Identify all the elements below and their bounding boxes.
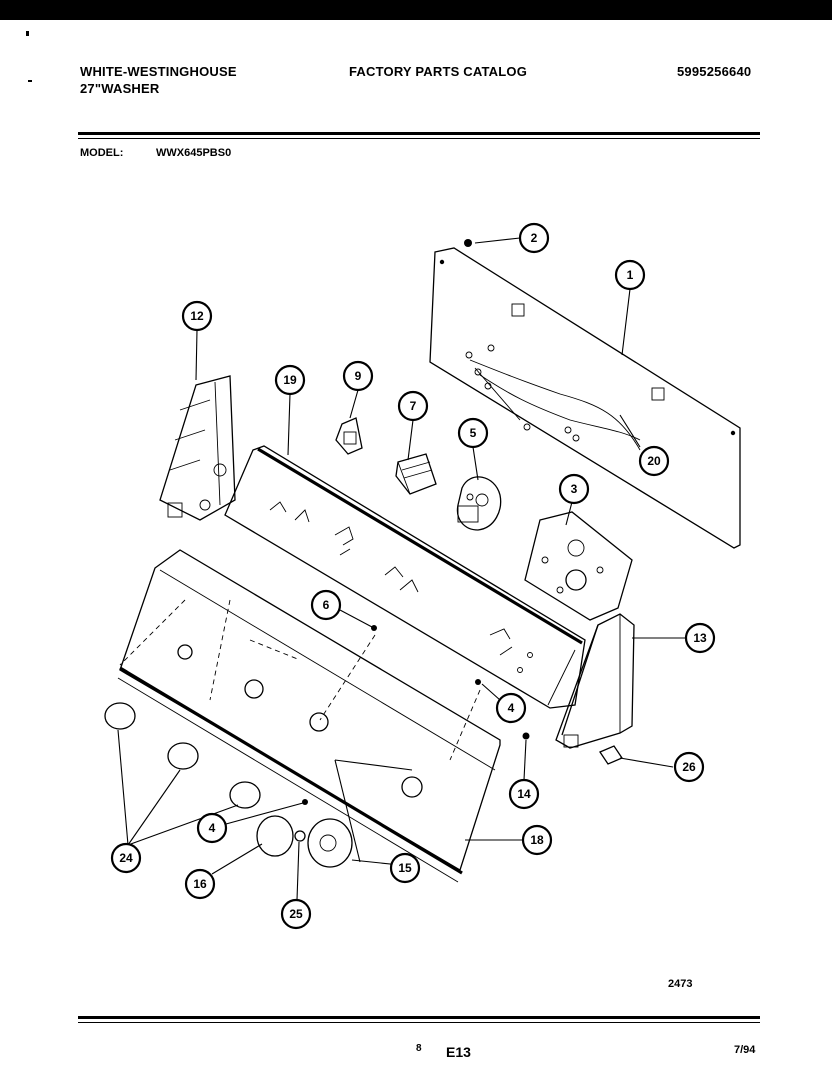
- svg-text:4: 4: [508, 701, 515, 715]
- knob-set-part: [104, 702, 261, 809]
- catalog-number: 5995256640: [677, 64, 752, 79]
- callout-5: 5: [457, 417, 489, 449]
- screw-part: [371, 625, 377, 631]
- svg-text:15: 15: [398, 861, 412, 875]
- svg-text:26: 26: [682, 760, 696, 774]
- svg-text:24: 24: [119, 851, 133, 865]
- catalog-title: FACTORY PARTS CATALOG: [349, 64, 528, 79]
- dial-part: [307, 818, 353, 868]
- page-code: E13: [446, 1044, 471, 1060]
- callout-25: 25: [280, 898, 312, 930]
- svg-text:25: 25: [289, 907, 303, 921]
- relay-block-part: [395, 453, 437, 495]
- screw-part: [302, 799, 308, 805]
- callout-2: 2: [518, 222, 550, 254]
- brand-name: WHITE-WESTINGHOUSE: [80, 64, 237, 79]
- large-knob-part: [256, 815, 294, 857]
- callout-19: 19: [274, 364, 306, 396]
- model-label: MODEL:: [80, 147, 124, 159]
- callout-6: 6: [310, 589, 342, 621]
- rear-panel-part: [429, 247, 741, 549]
- callout-3: 3: [558, 473, 590, 505]
- header-rule-thin: [78, 138, 760, 139]
- callout-20: 20: [638, 445, 670, 477]
- footer-date: 7/94: [734, 1044, 756, 1056]
- clip-part: [599, 745, 623, 765]
- callout-26: 26: [673, 751, 705, 783]
- svg-text:3: 3: [571, 482, 578, 496]
- drawing-number: 2473: [668, 978, 693, 990]
- callout-18: 18: [521, 824, 553, 856]
- timer-part: [524, 511, 633, 621]
- svg-text:14: 14: [517, 787, 531, 801]
- svg-text:12: 12: [190, 309, 204, 323]
- screw-part: [475, 679, 481, 685]
- svg-text:19: 19: [283, 373, 297, 387]
- callout-13: 13: [684, 622, 716, 654]
- callout-4-lower: 4: [196, 812, 228, 844]
- callout-14: 14: [508, 778, 540, 810]
- bracket-assembly-part: [159, 375, 236, 521]
- washer-part: [294, 830, 306, 842]
- svg-text:16: 16: [193, 877, 207, 891]
- screw-part: [522, 732, 530, 740]
- product-name: 27"WASHER: [80, 81, 160, 96]
- svg-text:9: 9: [355, 369, 362, 383]
- leader-lines: [117, 237, 685, 901]
- model-number: WWX645PBS0: [156, 147, 232, 159]
- screw-part: [464, 239, 472, 247]
- footer-small-mark: 8: [416, 1043, 422, 1054]
- callout-7: 7: [397, 390, 429, 422]
- svg-text:5: 5: [470, 426, 477, 440]
- callout-1: 1: [614, 259, 646, 291]
- footer-rule-thick: [78, 1016, 760, 1019]
- svg-text:1: 1: [627, 268, 634, 282]
- footer-rule-thin: [78, 1022, 760, 1023]
- svg-text:20: 20: [647, 454, 661, 468]
- end-cap-part: [555, 613, 635, 749]
- callout-16: 16: [184, 868, 216, 900]
- margin-mark: [28, 80, 32, 82]
- wire-harness-part: [465, 344, 641, 451]
- control-panel-board-part: [224, 445, 586, 709]
- svg-text:13: 13: [693, 631, 707, 645]
- svg-text:4: 4: [209, 821, 216, 835]
- switch-part: [335, 417, 363, 455]
- top-black-bar: [0, 0, 832, 20]
- front-control-panel-part: [117, 549, 501, 883]
- callout-24: 24: [110, 842, 142, 874]
- rotary-switch-part: [456, 476, 502, 531]
- svg-text:18: 18: [530, 833, 544, 847]
- header-rule-thick: [78, 132, 760, 135]
- callout-4-upper: 4: [495, 692, 527, 724]
- svg-text:2: 2: [531, 231, 538, 245]
- svg-text:7: 7: [410, 399, 417, 413]
- margin-mark: [26, 31, 29, 36]
- callout-12: 12: [181, 300, 213, 332]
- svg-text:6: 6: [323, 598, 330, 612]
- callout-9: 9: [342, 360, 374, 392]
- callout-15: 15: [389, 852, 421, 884]
